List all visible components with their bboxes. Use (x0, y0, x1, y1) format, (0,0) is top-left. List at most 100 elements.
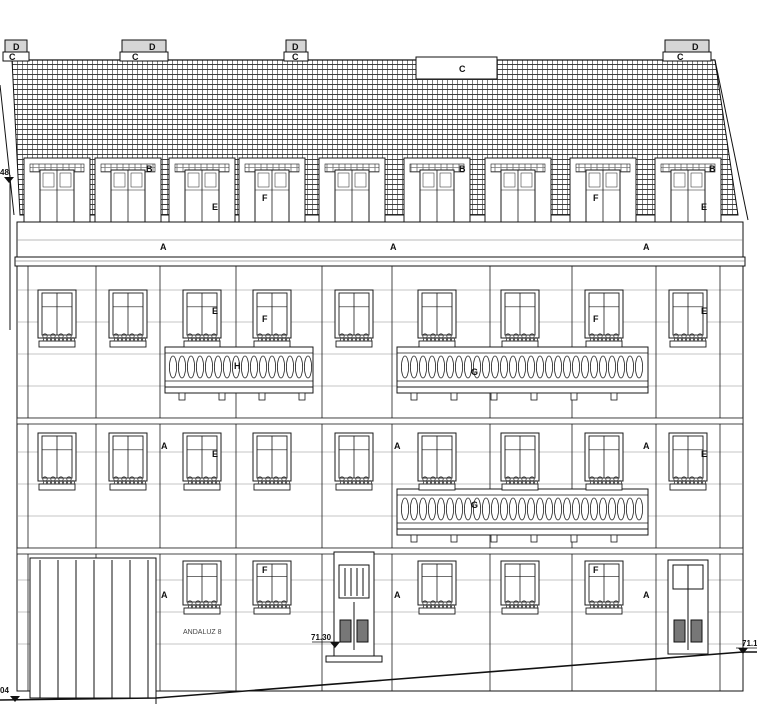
flower-leaf (363, 337, 369, 342)
flower-leaf (605, 604, 611, 609)
band-label: A (390, 242, 397, 252)
floor2-label: H (234, 361, 241, 371)
flower-leaf (605, 337, 611, 342)
flower-leaf (285, 604, 291, 609)
railing-baluster (204, 355, 213, 379)
floor1-label: G (471, 500, 478, 510)
railing-baluster (626, 355, 635, 379)
balcony-slab (164, 386, 314, 394)
flower-leaf (203, 604, 209, 609)
dormer-label: B (146, 164, 153, 174)
flower-leaf (505, 337, 511, 342)
dormer (168, 157, 236, 223)
window (417, 432, 457, 491)
floor2-label: G (471, 367, 478, 377)
flower-leaf (430, 604, 436, 609)
flower-bloom (195, 333, 201, 339)
flower-leaf (273, 337, 279, 342)
flower-leaf (446, 480, 452, 485)
dormer-pane (130, 172, 143, 188)
flower-leaf (351, 337, 357, 342)
flower-leaf (529, 480, 535, 485)
flower-box (253, 607, 291, 615)
balcony (396, 488, 649, 543)
flower-leaf (525, 604, 531, 609)
flower-bloom (505, 600, 511, 606)
flower-leaf (207, 480, 213, 485)
floor1-label: E (212, 449, 218, 459)
flower-bloom (613, 476, 619, 482)
railing-baluster (454, 355, 463, 379)
flower-box (585, 340, 623, 348)
flower-bloom (505, 333, 511, 339)
railing-baluster (518, 497, 527, 521)
railing-baluster (186, 355, 195, 379)
flower-bloom (257, 600, 263, 606)
flower-leaf (215, 604, 221, 609)
flower-leaf (434, 480, 440, 485)
railing-baluster (572, 355, 581, 379)
railing-baluster (608, 497, 617, 521)
railing-baluster (590, 497, 599, 521)
flower-bloom (597, 333, 603, 339)
flower-bloom (347, 476, 353, 482)
flower-leaf (430, 337, 436, 342)
flower-leaf (450, 604, 456, 609)
railing-baluster (635, 497, 644, 521)
flower-leaf (525, 337, 531, 342)
flower-bloom (339, 333, 345, 339)
railing-baluster (481, 497, 490, 521)
flower-bloom (355, 333, 361, 339)
railing-baluster (527, 497, 536, 521)
flower-leaf (533, 480, 539, 485)
flower-leaf (50, 337, 56, 342)
chimney-base-label: C (292, 52, 299, 62)
flower-bloom (438, 476, 444, 482)
railing-baluster (490, 355, 499, 379)
flower-bloom (265, 476, 271, 482)
railing-baluster (427, 355, 436, 379)
flower-leaf (525, 480, 531, 485)
flower-bloom (613, 600, 619, 606)
flower-leaf (195, 337, 201, 342)
flower-leaf (529, 604, 535, 609)
flower-leaf (195, 604, 201, 609)
dormer (238, 157, 306, 223)
chimney-label: D (692, 42, 699, 52)
flower-leaf (199, 337, 205, 342)
railing-baluster (436, 355, 445, 379)
dormer-label: E (212, 202, 218, 212)
flower-leaf (601, 604, 607, 609)
flower-leaf (285, 337, 291, 342)
flower-box (418, 340, 456, 348)
flower-bloom (42, 476, 48, 482)
flower-bloom (605, 476, 611, 482)
flower-bloom (363, 476, 369, 482)
flower-leaf (367, 337, 373, 342)
floor1-label: A (161, 441, 168, 451)
flower-leaf (42, 337, 48, 342)
dormer (318, 157, 386, 223)
flower-bloom (363, 333, 369, 339)
railing-baluster (445, 497, 454, 521)
flower-leaf (191, 480, 197, 485)
flower-leaf (681, 480, 687, 485)
flower-leaf (273, 480, 279, 485)
flower-leaf (505, 480, 511, 485)
flower-bloom (605, 600, 611, 606)
chimney-label: D (149, 42, 156, 52)
flower-leaf (117, 480, 123, 485)
window (668, 289, 708, 348)
flower-bloom (129, 333, 135, 339)
flower-leaf (609, 337, 615, 342)
chimney-base-label: C (677, 52, 684, 62)
flower-bloom (605, 333, 611, 339)
flower-leaf (125, 480, 131, 485)
flower-leaf (617, 604, 623, 609)
railing-baluster (418, 497, 427, 521)
flower-leaf (211, 337, 217, 342)
flower-leaf (141, 337, 147, 342)
flower-leaf (261, 337, 267, 342)
flower-leaf (589, 337, 595, 342)
railing-baluster (617, 497, 626, 521)
